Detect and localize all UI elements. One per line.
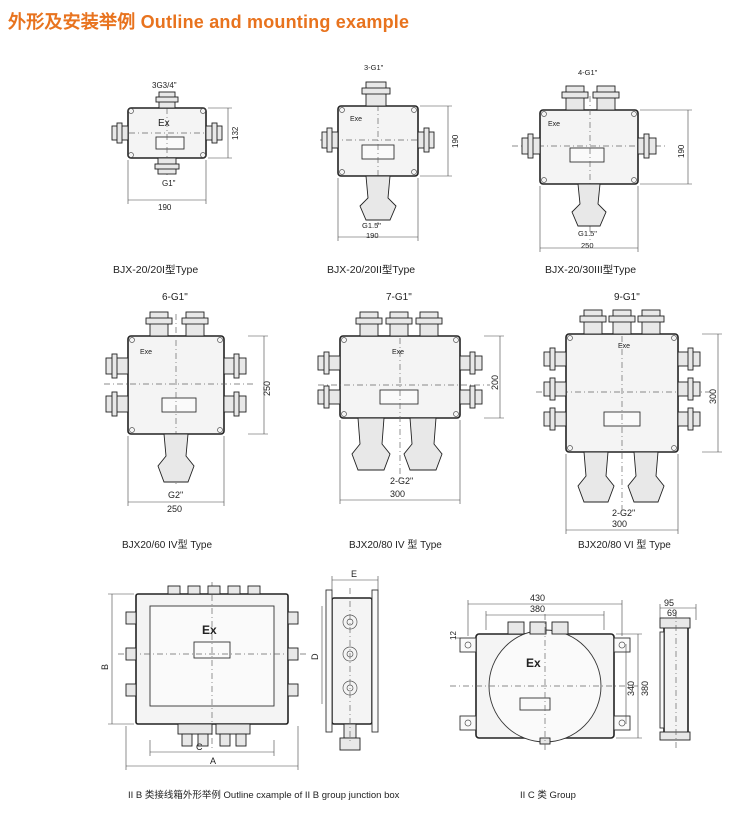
iib-dim-e: E	[351, 569, 357, 579]
d4-width-dim: 250	[167, 504, 182, 514]
d2-width-dim: 190	[366, 231, 379, 240]
diagram-iib-side: E D	[310, 569, 379, 751]
d6-height-dim: 300	[708, 389, 718, 404]
d1-top-gland-label: 3G3/4"	[152, 81, 177, 90]
d4-bottom-gland-label: G2"	[168, 490, 183, 500]
d1-height-dim: 132	[231, 126, 240, 140]
iic-dim-95: 95	[664, 598, 674, 608]
diagram-iib-front: Ex A C B	[100, 582, 306, 770]
d2-ex-label: Exe	[350, 116, 362, 123]
d1-bottom-gland-label: G1"	[162, 179, 176, 188]
d4-caption: BJX20/60 IV型 Type	[122, 538, 212, 551]
d5-bottom-gland-label: 2-G2"	[390, 476, 413, 486]
iic-dim-69: 69	[667, 608, 677, 618]
diagram-bjx-20-20-i: Ex 3G3/4" G1" 190 132	[111, 81, 240, 212]
diagram-bjx20-80-vi: Exe 9-G1" 2-G2" 300 300	[536, 292, 722, 534]
diagram-iic-front: Ex 430 380 340 380 12	[449, 593, 650, 750]
iic-dim-12: 12	[449, 631, 458, 640]
diagram-bjx-20-30-iii: Exe 4-G1" G1.5" 250 190	[512, 68, 692, 252]
d5-ex-label: Exe	[392, 349, 404, 356]
iic-dim-430: 430	[530, 593, 545, 603]
iib-dim-a: A	[210, 756, 216, 766]
iic-ex-label: Ex	[526, 656, 541, 670]
d5-top-gland-label: 7-G1"	[386, 292, 412, 303]
diagram-bjx-20-20-ii: Exe 3-G1" G1.5" 190 190	[320, 63, 460, 241]
diagram-bjx20-80-iv: Exe 7-G1" 2-G2" 300 200	[317, 292, 504, 504]
d6-caption: BJX20/80 VI 型 Type	[578, 538, 671, 551]
d5-width-dim: 300	[390, 489, 405, 499]
d2-caption: BJX-20/20II型Type	[327, 263, 415, 276]
iib-dim-d: D	[310, 653, 320, 660]
d1-ex-label: Ex	[158, 118, 170, 129]
d2-height-dim: 190	[451, 134, 460, 148]
page-title: 外形及安装举例 Outline and mounting example	[8, 12, 410, 32]
d4-height-dim: 250	[262, 381, 272, 396]
d1-width-dim: 190	[158, 203, 172, 212]
d5-height-dim: 200	[490, 375, 500, 390]
d2-bottom-gland-label: G1.5"	[362, 221, 381, 230]
d3-caption: BJX-20/30III型Type	[545, 263, 636, 276]
iic-dim-380-height: 380	[640, 681, 650, 696]
d2-top-gland-label: 3-G1"	[364, 63, 384, 72]
diagram-bjx20-60-iv: Exe 6-G1" G2" 250 250	[104, 292, 272, 514]
iic-dim-380: 380	[530, 604, 545, 614]
d6-ex-label: Exe	[618, 343, 630, 350]
d3-width-dim: 250	[581, 241, 594, 250]
d4-top-gland-label: 6-G1"	[162, 292, 188, 303]
d3-height-dim: 190	[677, 144, 686, 158]
d6-width-dim: 300	[612, 519, 627, 529]
d6-bottom-gland-label: 2-G2"	[612, 508, 635, 518]
iic-caption: II C 类 Group	[520, 789, 576, 801]
d4-ex-label: Exe	[140, 349, 152, 356]
iic-dim-340: 340	[626, 681, 636, 696]
iib-ex-label: Ex	[202, 623, 217, 637]
diagram-iic-side: 95 69	[659, 598, 697, 748]
d3-bottom-gland-label: G1.5"	[578, 229, 597, 238]
d3-ex-label: Exe	[548, 121, 560, 128]
iib-caption: II B 类接线箱外形举例 Outline cxample of II B gr…	[128, 789, 400, 801]
d1-caption: BJX-20/20I型Type	[113, 263, 198, 276]
d6-top-gland-label: 9-G1"	[614, 292, 640, 303]
iib-dim-c: C	[196, 742, 203, 752]
d3-top-gland-label: 4-G1"	[578, 68, 598, 77]
iib-dim-b: B	[100, 664, 110, 670]
d5-caption: BJX20/80 IV 型 Type	[349, 538, 442, 551]
